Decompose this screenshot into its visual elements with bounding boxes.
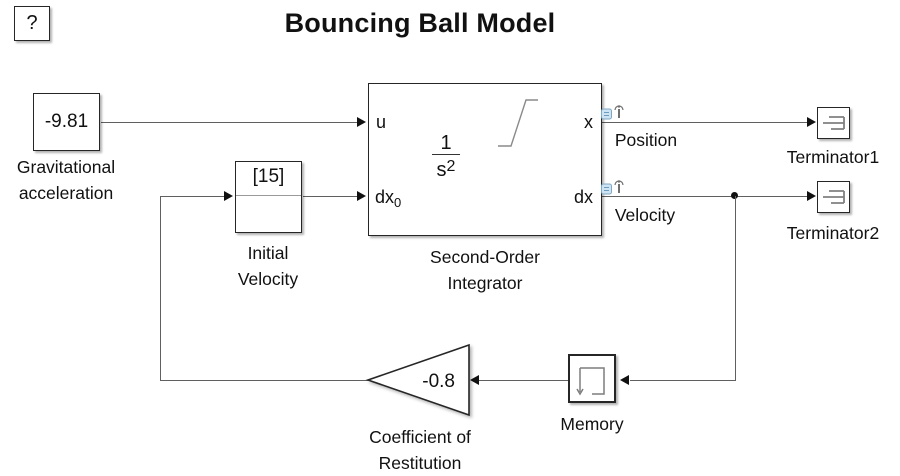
gravity-block-label: Gravitational acceleration bbox=[17, 154, 115, 206]
test-point-badge-icon[interactable] bbox=[613, 104, 625, 119]
wire-feedback-up[interactable] bbox=[160, 196, 161, 380]
signal-logging-badge-icon[interactable] bbox=[601, 108, 612, 120]
test-point-badge-icon[interactable] bbox=[613, 179, 625, 194]
wire-memory-arrowhead[interactable] bbox=[620, 375, 629, 385]
initial-velocity-label: Initial Velocity bbox=[238, 240, 298, 292]
model-title: Bouncing Ball Model bbox=[284, 8, 556, 38]
wire-to-initial-velocity[interactable] bbox=[160, 196, 224, 197]
signal-logging-badge-icon[interactable] bbox=[601, 183, 612, 195]
terminator2-block[interactable] bbox=[817, 181, 850, 213]
initial-velocity-label-line1: Initial bbox=[247, 243, 289, 263]
second-order-integrator-block[interactable]: u dx0 x dx 1 s2 bbox=[368, 83, 602, 236]
port-label-x: x bbox=[584, 112, 593, 132]
memory-loop-icon bbox=[576, 367, 605, 396]
gravity-label-line1: Gravitational bbox=[16, 157, 116, 177]
fraction-denominator: s2 bbox=[431, 154, 461, 181]
wire-gain-out[interactable] bbox=[160, 380, 369, 381]
saturation-icon bbox=[498, 99, 538, 147]
wire-gravity-to-u[interactable] bbox=[101, 122, 357, 123]
gain-label: Coefficient of Restitution bbox=[369, 424, 471, 476]
integrator-label-line1: Second-Order bbox=[430, 247, 540, 267]
terminator2-label: Terminator2 bbox=[786, 223, 880, 243]
wire-branch-to-memory[interactable] bbox=[630, 380, 736, 381]
initial-velocity-block[interactable]: [15] bbox=[235, 161, 302, 233]
transfer-function: 1 s2 bbox=[421, 132, 471, 181]
wire-branch-down[interactable] bbox=[735, 196, 736, 380]
gain-label-line2: Restitution bbox=[378, 453, 462, 473]
wire-terminator2-arrowhead[interactable] bbox=[807, 191, 816, 201]
signal-name-velocity[interactable]: Velocity bbox=[614, 205, 676, 225]
wire-dx0-arrowhead[interactable] bbox=[357, 191, 366, 201]
fraction-numerator: 1 bbox=[440, 132, 452, 154]
wire-dx-to-terminator2[interactable] bbox=[602, 196, 807, 197]
wire-ic-to-dx0[interactable] bbox=[303, 196, 357, 197]
wire-x-to-terminator1[interactable] bbox=[602, 122, 807, 123]
initial-velocity-value: [15] bbox=[252, 166, 285, 187]
initial-velocity-label-line2: Velocity bbox=[237, 269, 299, 289]
ic-passthrough-line bbox=[236, 195, 301, 196]
gain-block[interactable]: -0.8 bbox=[365, 343, 471, 418]
wire-gravity-arrowhead[interactable] bbox=[357, 117, 366, 127]
help-label: ? bbox=[26, 12, 38, 34]
port-label-u: u bbox=[376, 112, 387, 132]
terminator1-block[interactable] bbox=[817, 107, 850, 139]
gain-label-line1: Coefficient of bbox=[369, 427, 471, 447]
wire-memory-to-gain[interactable] bbox=[479, 380, 569, 381]
wire-initial-velocity-arrowhead[interactable] bbox=[224, 191, 233, 201]
gravity-value: -9.81 bbox=[44, 111, 89, 132]
help-button[interactable]: ? bbox=[14, 6, 50, 41]
memory-label: Memory bbox=[560, 414, 624, 434]
terminator-ground-icon bbox=[822, 190, 845, 204]
wire-gain-arrowhead[interactable] bbox=[470, 375, 479, 385]
wire-terminator1-arrowhead[interactable] bbox=[807, 117, 816, 127]
signal-name-position[interactable]: Position bbox=[614, 130, 678, 150]
wire-branch-dot[interactable] bbox=[731, 192, 738, 199]
gravity-constant-block[interactable]: -9.81 bbox=[33, 93, 100, 151]
port-label-dx0: dx0 bbox=[375, 187, 402, 210]
gravity-label-line2: acceleration bbox=[18, 183, 114, 203]
memory-block[interactable] bbox=[568, 354, 616, 403]
terminator1-label: Terminator1 bbox=[786, 147, 880, 167]
integrator-label: Second-Order Integrator bbox=[430, 244, 540, 296]
port-label-dx: dx bbox=[573, 187, 593, 207]
terminator-ground-icon bbox=[822, 116, 845, 130]
gain-value: -0.8 bbox=[422, 371, 455, 392]
integrator-label-line2: Integrator bbox=[447, 273, 523, 293]
